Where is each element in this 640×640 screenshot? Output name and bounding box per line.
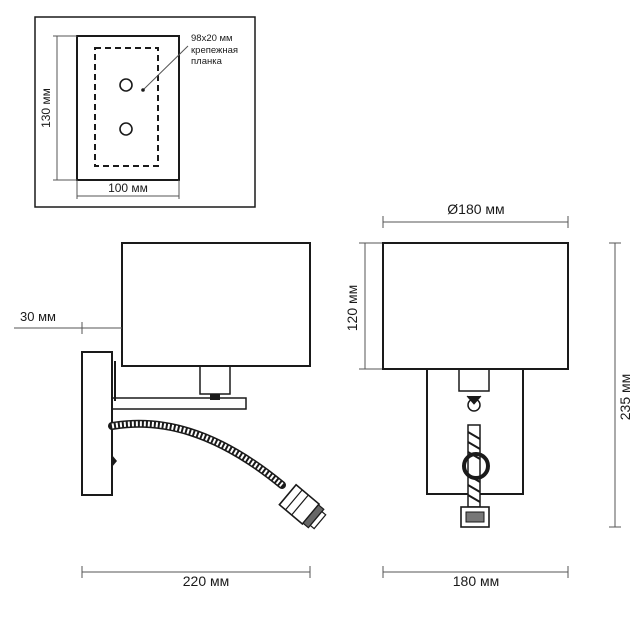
wall-offset-label: 30 мм	[20, 309, 56, 324]
mounting-plate-inset: 130 мм 100 мм 98x20 мм крепежная планка	[34, 16, 256, 208]
wall-base	[81, 351, 113, 496]
bracket-size-label: 98x20 мм	[191, 33, 233, 44]
side-width-label: 220 мм	[183, 573, 230, 589]
switch	[112, 455, 117, 467]
plate-width-label: 100 мм	[108, 181, 148, 195]
screw-hole-bottom	[119, 122, 133, 136]
plate-height-label: 130 мм	[39, 88, 53, 128]
bracket-leader-dot	[141, 88, 145, 92]
inset-frame	[34, 16, 256, 208]
shade-height-label: 120 мм	[344, 285, 360, 332]
diameter-label: Ø180 мм	[447, 201, 504, 217]
front-view: Ø180 мм 120 мм 180 мм 235 мм	[344, 201, 633, 589]
arm	[111, 397, 247, 410]
shade-holder	[199, 365, 231, 395]
bracket-name-label-2: планка	[191, 56, 223, 67]
front-width-label: 180 мм	[453, 573, 500, 589]
total-height-label: 235 мм	[617, 374, 633, 421]
screw-hole-top	[119, 78, 133, 92]
bracket-leader-line	[142, 45, 189, 91]
shade-holder-front	[458, 368, 490, 392]
reading-lamp-head	[278, 483, 327, 530]
wall-plate	[76, 35, 180, 181]
lamp-shade-front	[382, 242, 569, 370]
neck-ring	[462, 452, 490, 480]
lamp-shade-side	[121, 242, 311, 367]
mounting-bracket-outline	[94, 47, 159, 167]
bracket-name-label-1: крепежная	[191, 45, 238, 56]
side-view: 30 мм 220 мм	[14, 242, 327, 589]
